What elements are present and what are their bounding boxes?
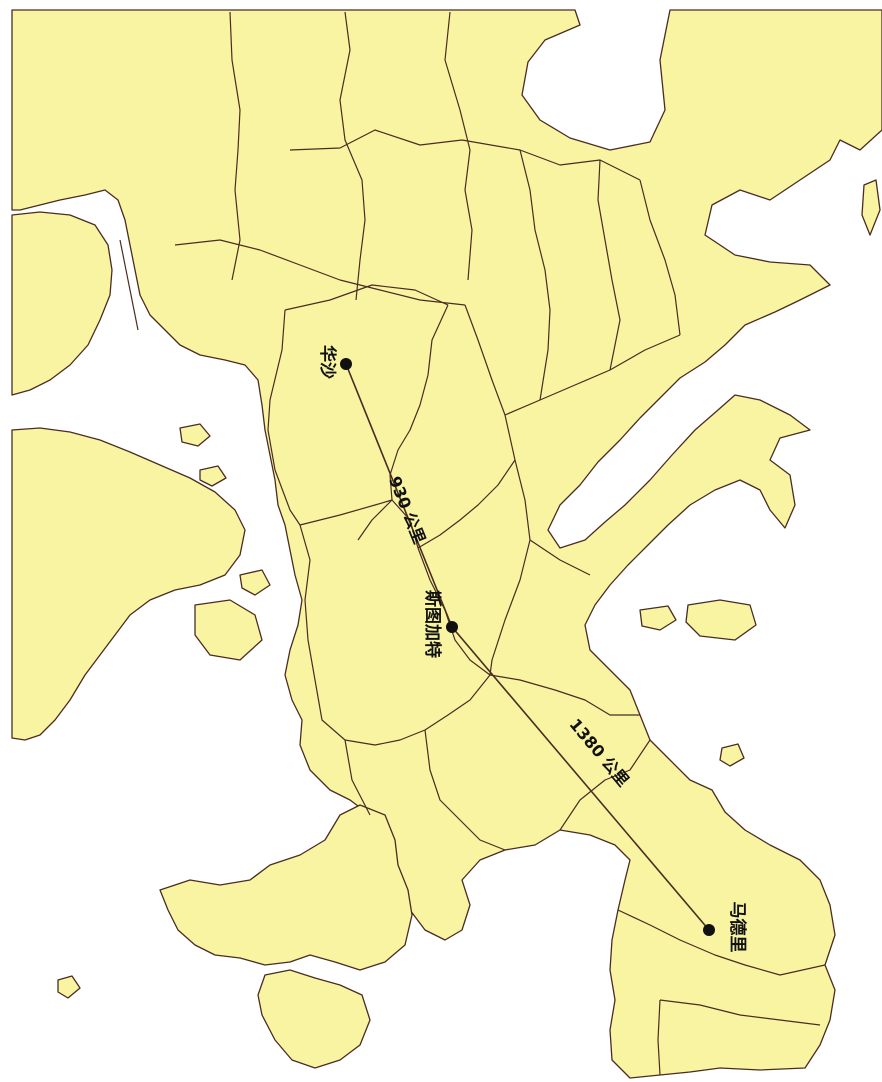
bay-island-3 bbox=[239, 569, 271, 596]
archipelago-south bbox=[257, 969, 371, 1069]
archipelago-islet bbox=[57, 975, 81, 999]
east-island-2 bbox=[685, 599, 757, 641]
route-line-stuttgart-madrid bbox=[451, 626, 710, 931]
east-island-3 bbox=[719, 743, 745, 767]
bay-island-2 bbox=[199, 465, 227, 487]
route-line-warsaw-stuttgart bbox=[345, 363, 453, 628]
city-markers bbox=[340, 358, 715, 936]
city-marker-stuttgart bbox=[446, 621, 458, 633]
city-label-madrid: 马德里 bbox=[727, 902, 748, 953]
city-label-stuttgart: 斯图加特 bbox=[422, 590, 443, 658]
east-island-4 bbox=[861, 179, 881, 236]
bay-island-4 bbox=[194, 599, 263, 661]
city-marker-madrid bbox=[703, 924, 715, 936]
left-coast-lower bbox=[11, 427, 246, 741]
internal-borders bbox=[119, 11, 826, 1076]
continent-landmass bbox=[11, 9, 882, 1079]
routes bbox=[345, 363, 710, 931]
east-island-1 bbox=[639, 605, 677, 631]
city-marker-warsaw bbox=[340, 358, 352, 370]
bay-island-1 bbox=[179, 423, 211, 447]
archipelago-main bbox=[159, 804, 413, 971]
city-label-warsaw: 华沙 bbox=[317, 345, 338, 379]
left-peninsula bbox=[11, 211, 113, 396]
